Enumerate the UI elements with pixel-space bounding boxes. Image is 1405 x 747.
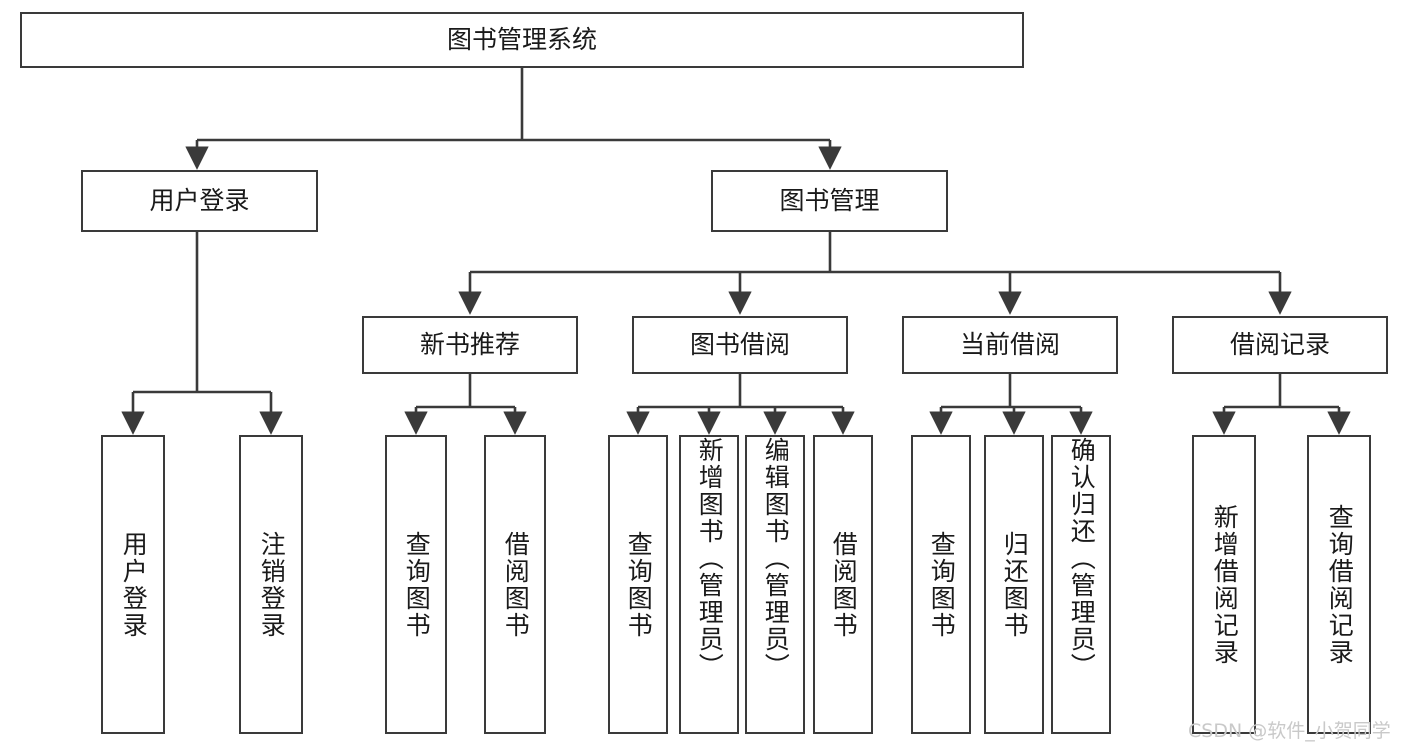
node-leaf-user-login[interactable]: 用户登录 [101, 435, 165, 734]
node-leaf-add-book-label: 新增图书（管理员） [695, 437, 725, 680]
node-borrow-record[interactable]: 借阅记录 [1172, 316, 1388, 374]
node-root-label: 图书管理系统 [446, 25, 597, 55]
node-leaf-return-book-label: 归还图书 [1000, 530, 1030, 639]
node-leaf-borrow-book-1[interactable]: 借阅图书 [484, 435, 546, 734]
node-current-borrow[interactable]: 当前借阅 [902, 316, 1118, 374]
node-leaf-borrow-book-2[interactable]: 借阅图书 [813, 435, 873, 734]
node-borrow-record-label: 借阅记录 [1229, 330, 1330, 360]
node-leaf-query-book-3[interactable]: 查询图书 [911, 435, 971, 734]
node-book-borrow-label: 图书借阅 [689, 330, 790, 360]
node-leaf-add-book[interactable]: 新增图书（管理员） [679, 435, 739, 734]
node-leaf-add-record-label: 新增借阅记录 [1210, 503, 1240, 666]
node-leaf-user-login-label: 用户登录 [119, 530, 149, 639]
node-leaf-edit-book[interactable]: 编辑图书（管理员） [745, 435, 805, 734]
node-leaf-query-book-1[interactable]: 查询图书 [385, 435, 447, 734]
node-book-manage-label: 图书管理 [779, 186, 880, 216]
node-leaf-borrow-book-2-label: 借阅图书 [829, 530, 859, 639]
watermark: CSDN @软件_小贺同学 [1188, 720, 1391, 742]
node-leaf-edit-book-label: 编辑图书（管理员） [761, 437, 791, 680]
node-leaf-logout[interactable]: 注销登录 [239, 435, 303, 734]
node-new-book-rec-label: 新书推荐 [419, 330, 520, 360]
node-leaf-query-book-3-label: 查询图书 [927, 530, 957, 639]
node-leaf-add-record[interactable]: 新增借阅记录 [1192, 435, 1256, 734]
node-user-login[interactable]: 用户登录 [81, 170, 318, 232]
node-book-borrow[interactable]: 图书借阅 [632, 316, 848, 374]
node-book-manage[interactable]: 图书管理 [711, 170, 948, 232]
node-leaf-borrow-book-1-label: 借阅图书 [501, 530, 531, 639]
node-leaf-logout-label: 注销登录 [257, 530, 287, 639]
node-leaf-query-book-2-label: 查询图书 [624, 530, 654, 639]
node-new-book-rec[interactable]: 新书推荐 [362, 316, 578, 374]
node-leaf-query-book-2[interactable]: 查询图书 [608, 435, 668, 734]
node-leaf-confirm-return-label: 确认归还（管理员） [1067, 437, 1097, 680]
node-leaf-query-record[interactable]: 查询借阅记录 [1307, 435, 1371, 734]
node-leaf-confirm-return[interactable]: 确认归还（管理员） [1051, 435, 1111, 734]
node-user-login-label: 用户登录 [149, 186, 250, 216]
node-root[interactable]: 图书管理系统 [20, 12, 1024, 68]
node-current-borrow-label: 当前借阅 [959, 330, 1060, 360]
node-leaf-query-book-1-label: 查询图书 [402, 530, 432, 639]
node-leaf-return-book[interactable]: 归还图书 [984, 435, 1044, 734]
node-leaf-query-record-label: 查询借阅记录 [1325, 503, 1355, 666]
